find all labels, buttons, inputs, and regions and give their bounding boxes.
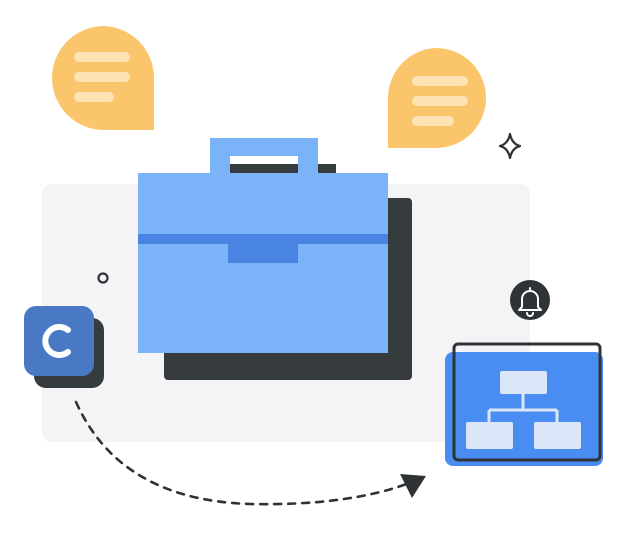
- app-badge-icon: C: [24, 306, 104, 388]
- sparkle-icon: [498, 132, 522, 160]
- ring-decoration: [97, 272, 109, 284]
- dashed-arrow-icon: [74, 400, 426, 506]
- chat-bubble-icon: [52, 26, 154, 130]
- briefcase-icon: [138, 138, 412, 380]
- hierarchy-diagram-icon: [445, 342, 603, 466]
- chat-bubble-icon: [387, 48, 486, 148]
- bell-icon: [510, 280, 550, 320]
